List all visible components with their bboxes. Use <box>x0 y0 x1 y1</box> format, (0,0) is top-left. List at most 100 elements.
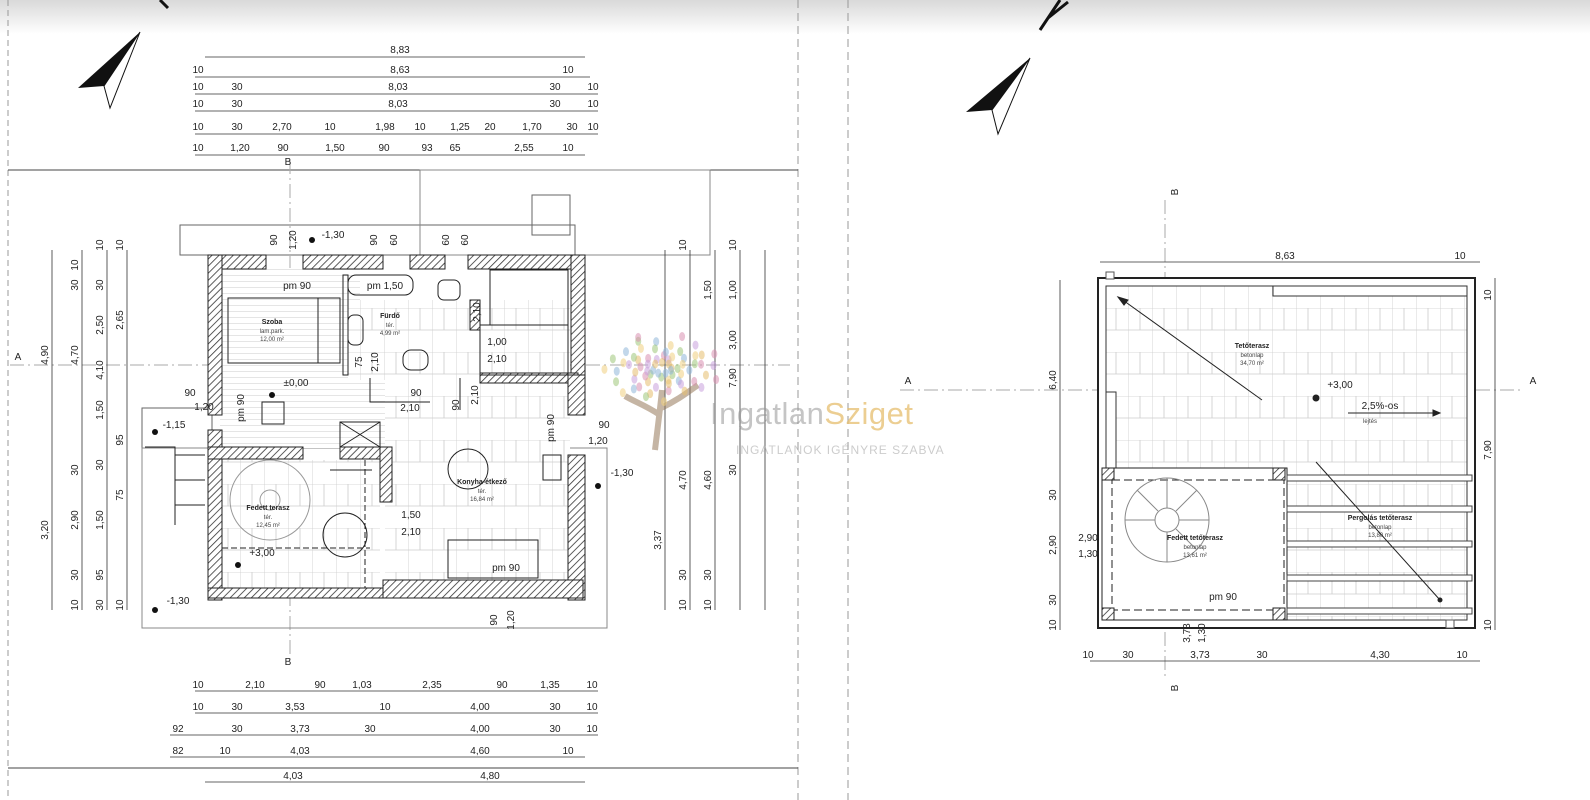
opening-label: 1,20 <box>194 402 214 413</box>
dimension-label: 30 <box>728 464 739 476</box>
dimension-label: 10 <box>586 702 598 713</box>
dimension-label: 1,30 <box>1078 549 1098 560</box>
leaf-dot <box>660 397 667 407</box>
level-marker-label: -1,15 <box>163 420 186 431</box>
walls <box>207 254 586 601</box>
dimension-label: 93 <box>421 143 433 154</box>
leaf-dot <box>667 365 674 375</box>
dimension-label: 95 <box>95 569 106 581</box>
opening-label: pm 90 <box>236 394 247 422</box>
dimension-label: 1,20 <box>230 143 250 154</box>
leaf-dot <box>619 388 626 398</box>
dimension-label: 2,70 <box>272 122 292 133</box>
dimension-label: 30 <box>70 279 81 291</box>
leaf-dot <box>636 382 643 392</box>
dimension-label: 30 <box>566 122 578 133</box>
leaf-dot <box>637 362 644 372</box>
dimension-label: 1,50 <box>95 400 106 420</box>
dimension-label: 3,73 <box>290 724 310 735</box>
section-mark-b: B <box>285 657 292 668</box>
dimension-label: 1,98 <box>375 122 395 133</box>
dimension-label: 4,60 <box>703 470 714 490</box>
dimension-label: 30 <box>70 464 81 476</box>
section-mark-b: B <box>1170 684 1181 691</box>
leaf-dot <box>632 367 639 377</box>
dimension-label: 75 <box>115 489 126 501</box>
leaf-dot <box>698 359 705 369</box>
room-floor: tér. <box>478 489 487 495</box>
watermark-logo: IngatlanSziget INGATLANOK IGÉNYRE SZABVA <box>600 330 980 470</box>
room-floor: betonlap <box>1240 353 1264 359</box>
dimension-label: 30 <box>70 569 81 581</box>
leaf-dot <box>698 382 705 392</box>
room-area: 13,80 m² <box>1368 533 1392 539</box>
dimension-label: 10 <box>728 239 739 251</box>
leaf-dot <box>667 340 674 350</box>
leaf-dot <box>644 366 651 376</box>
dimension-label: 3,53 <box>285 702 305 713</box>
dimension-label: 30 <box>231 122 243 133</box>
dimension-label: 30 <box>95 599 106 611</box>
dimension-label: 6,40 <box>1048 370 1059 390</box>
north-arrow-icon <box>78 0 170 110</box>
leaf-dot <box>662 347 669 357</box>
dimension-label: 2,55 <box>514 143 534 154</box>
room-name: Fürdő <box>380 313 400 320</box>
dimension-label: 2,90 <box>70 510 81 530</box>
leaf-dot <box>659 357 666 367</box>
dimension-label: 30 <box>1122 650 1134 661</box>
leaf-dot <box>691 376 698 386</box>
dimension-label: 2,35 <box>422 680 442 691</box>
opening-label: 90 <box>489 614 500 626</box>
brand-part-b: Sziget <box>824 396 914 431</box>
dimension-label: 20 <box>484 122 496 133</box>
dimension-label: 8,63 <box>390 65 410 76</box>
dimension-label: 30 <box>549 702 561 713</box>
leaf-dot <box>713 375 720 385</box>
dimension-label: 3,20 <box>40 520 51 540</box>
dimension-label: 10 <box>219 746 231 757</box>
opening-label: 2,10 <box>487 354 507 365</box>
leaf-dot <box>630 352 637 362</box>
top-shadow-band <box>0 0 1590 34</box>
dimension-label: 10 <box>587 99 599 110</box>
leaf-dot <box>642 392 649 402</box>
dimension-label: 30 <box>95 459 106 471</box>
leaf-dot <box>691 359 698 369</box>
opening-label: 1,50 <box>401 510 421 521</box>
leaf-dot <box>665 386 672 396</box>
dimension-label: 10 <box>1456 650 1468 661</box>
leaf-dot <box>655 368 662 378</box>
dimension-label: 10 <box>562 746 574 757</box>
leaf-dot <box>630 384 637 394</box>
opening-label: pm 1,50 <box>367 281 404 292</box>
room-name: Konyha-étkező <box>457 479 507 486</box>
opening-label: 60 <box>460 234 471 246</box>
dimension-label: 1,70 <box>522 122 542 133</box>
dimension-label: 10 <box>586 680 598 691</box>
dimension-label: 3,73 <box>1182 623 1193 643</box>
opening-label: 2,10 <box>470 385 481 405</box>
leaf-dot <box>692 340 699 350</box>
room-area: 34,70 m² <box>1240 361 1264 367</box>
dimension-label: 8,03 <box>388 99 408 110</box>
dimension-label: 3,37 <box>653 530 664 550</box>
dimension-label: 10 <box>678 239 689 251</box>
leaf-dot <box>677 347 684 357</box>
dimension-label: 1,50 <box>325 143 345 154</box>
dimension-label: 82 <box>172 746 184 757</box>
dimension-label: 30 <box>703 569 714 581</box>
leaf-dot <box>620 358 627 368</box>
dimension-label: 10 <box>192 680 204 691</box>
dimension-label: 10 <box>95 239 106 251</box>
dimension-label: 4,80 <box>480 771 500 782</box>
dimension-label: 4,10 <box>95 360 106 380</box>
opening-label: pm 90 <box>546 414 557 442</box>
opening-label: 1,20 <box>288 230 299 250</box>
dimension-label: 10 <box>192 65 204 76</box>
roof-terrace-plan <box>1097 271 1476 629</box>
leaf-dot <box>665 379 672 389</box>
opening-label: 1,20 <box>506 610 517 630</box>
leaf-dot <box>609 354 616 364</box>
